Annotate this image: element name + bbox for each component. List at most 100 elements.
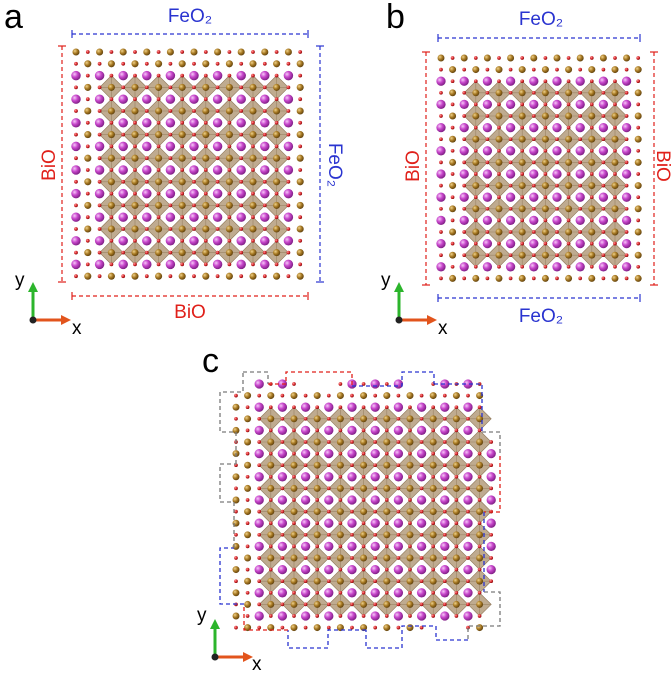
fe-atom (296, 249, 304, 257)
panel-a-structure (71, 48, 304, 280)
bi-atom (347, 518, 357, 528)
bi-atom (598, 122, 609, 133)
o-atom (636, 102, 641, 107)
o-atom (109, 73, 114, 78)
fe-atom (623, 54, 631, 62)
o-atom (543, 195, 548, 200)
o-atom (578, 253, 583, 258)
fe-atom (336, 531, 344, 539)
fe-atom (313, 461, 321, 469)
o-atom (280, 509, 285, 514)
fe-atom (202, 178, 210, 186)
bi-atom (370, 379, 380, 389)
bi-atom (118, 212, 128, 222)
o-atom (454, 451, 459, 456)
bi-atom (482, 238, 493, 249)
fe-atom (541, 158, 549, 166)
fe-atom (495, 135, 503, 143)
o-atom (315, 474, 320, 479)
o-atom (589, 241, 594, 246)
fe-atom (267, 600, 275, 608)
bi-atom (575, 99, 585, 110)
o-atom (462, 67, 467, 72)
bi-atom (283, 94, 294, 104)
bi-atom (416, 588, 427, 598)
fe-atom (284, 48, 292, 56)
o-atom (338, 405, 343, 410)
o-atom (298, 50, 303, 54)
o-atom (396, 509, 401, 514)
bi-atom (254, 611, 264, 621)
o-atom (419, 509, 424, 514)
o-atom (396, 579, 401, 584)
o-atom (408, 521, 412, 526)
fe-atom (237, 48, 245, 56)
o-atom (601, 160, 606, 165)
o-atom (274, 144, 279, 149)
o-atom (168, 109, 173, 113)
o-atom (566, 102, 571, 107)
o-atom (257, 463, 262, 468)
bi-atom (165, 141, 176, 152)
fe-atom (202, 225, 210, 233)
o-atom (121, 227, 126, 231)
o-atom (203, 50, 208, 54)
fe-atom (406, 508, 414, 516)
o-atom (97, 203, 102, 208)
o-atom (274, 215, 279, 220)
bi-atom (277, 588, 288, 598)
o-atom (361, 474, 366, 479)
fe-atom (214, 48, 222, 56)
fe-atom (336, 415, 344, 423)
o-atom (543, 102, 548, 107)
o-atom (286, 85, 291, 90)
o-atom (508, 90, 513, 95)
bi-atom (118, 165, 128, 175)
o-atom (454, 521, 459, 526)
bi-atom (416, 564, 427, 575)
fe-atom (452, 438, 460, 446)
fe-atom (449, 158, 457, 166)
o-atom (203, 238, 208, 243)
o-atom (156, 120, 161, 125)
o-atom (373, 625, 378, 630)
fe-atom (107, 107, 115, 115)
fe-atom (383, 577, 391, 585)
bi-atom (370, 541, 380, 552)
o-atom (543, 148, 548, 153)
panel-a-x-axis-label: x (72, 318, 82, 339)
o-atom (543, 56, 548, 60)
o-atom (373, 463, 378, 468)
o-atom (613, 148, 617, 153)
fe-atom (155, 201, 163, 209)
fe-atom (360, 461, 368, 469)
o-atom (520, 195, 525, 200)
o-atom (303, 556, 308, 560)
o-atom (466, 463, 470, 468)
fe-atom (155, 225, 163, 233)
o-atom (613, 172, 617, 176)
bi-atom (529, 169, 539, 179)
o-atom (589, 79, 594, 84)
fe-atom (565, 135, 573, 143)
o-atom (466, 556, 470, 560)
fe-atom (249, 83, 257, 91)
o-atom (144, 61, 149, 66)
bi-atom (440, 588, 450, 598)
fe-atom (296, 60, 304, 68)
o-atom (280, 532, 285, 537)
fe-atom (518, 228, 526, 236)
fe-atom (634, 66, 642, 74)
fe-atom (107, 154, 115, 162)
bi-atom (254, 448, 264, 459)
fe-atom (476, 484, 484, 492)
bi-atom (416, 402, 427, 412)
bi-atom (189, 141, 199, 152)
fe-atom (634, 135, 642, 143)
o-atom (566, 56, 571, 60)
o-atom (442, 602, 447, 607)
o-atom (215, 203, 220, 208)
o-atom (613, 102, 617, 107)
bi-atom (598, 192, 609, 202)
bi-atom (283, 212, 294, 222)
